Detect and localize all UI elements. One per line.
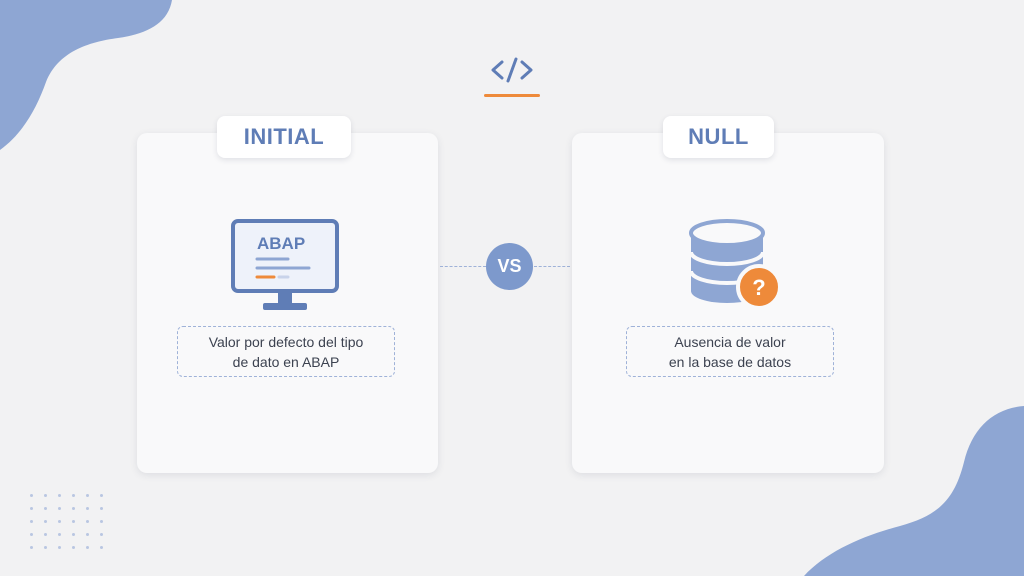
connector-line-right (534, 266, 570, 267)
monitor-icon: ABAP (231, 219, 339, 310)
initial-card: INITIAL ABAP Valor por defecto del tipo … (137, 116, 438, 473)
background-blob-bottom-right (804, 406, 1024, 576)
database-question-icon: ? (689, 219, 782, 310)
null-description: Ausencia de valor en la base de datos (626, 326, 834, 377)
null-description-line2: en la base de datos (668, 353, 792, 370)
question-mark-text: ? (752, 275, 765, 300)
null-description-line1: Ausencia de valor (674, 333, 786, 350)
code-brackets-icon (491, 57, 533, 83)
versus-badge: VS (486, 243, 533, 290)
initial-title: INITIAL (217, 116, 351, 158)
connector-line-left (440, 266, 486, 267)
initial-description: Valor por defecto del tipo de dato en AB… (177, 326, 395, 377)
initial-description-line1: Valor por defecto del tipo (208, 333, 364, 350)
null-card: NULL ? Ausencia de valor en la base de d… (572, 116, 884, 473)
monitor-screen-text: ABAP (257, 234, 305, 253)
initial-description-line2: de dato en ABAP (232, 353, 340, 370)
decorative-dot-grid (30, 494, 114, 549)
header-underline (484, 94, 540, 97)
null-title: NULL (663, 116, 774, 158)
background-blob-top-left (0, 0, 172, 150)
